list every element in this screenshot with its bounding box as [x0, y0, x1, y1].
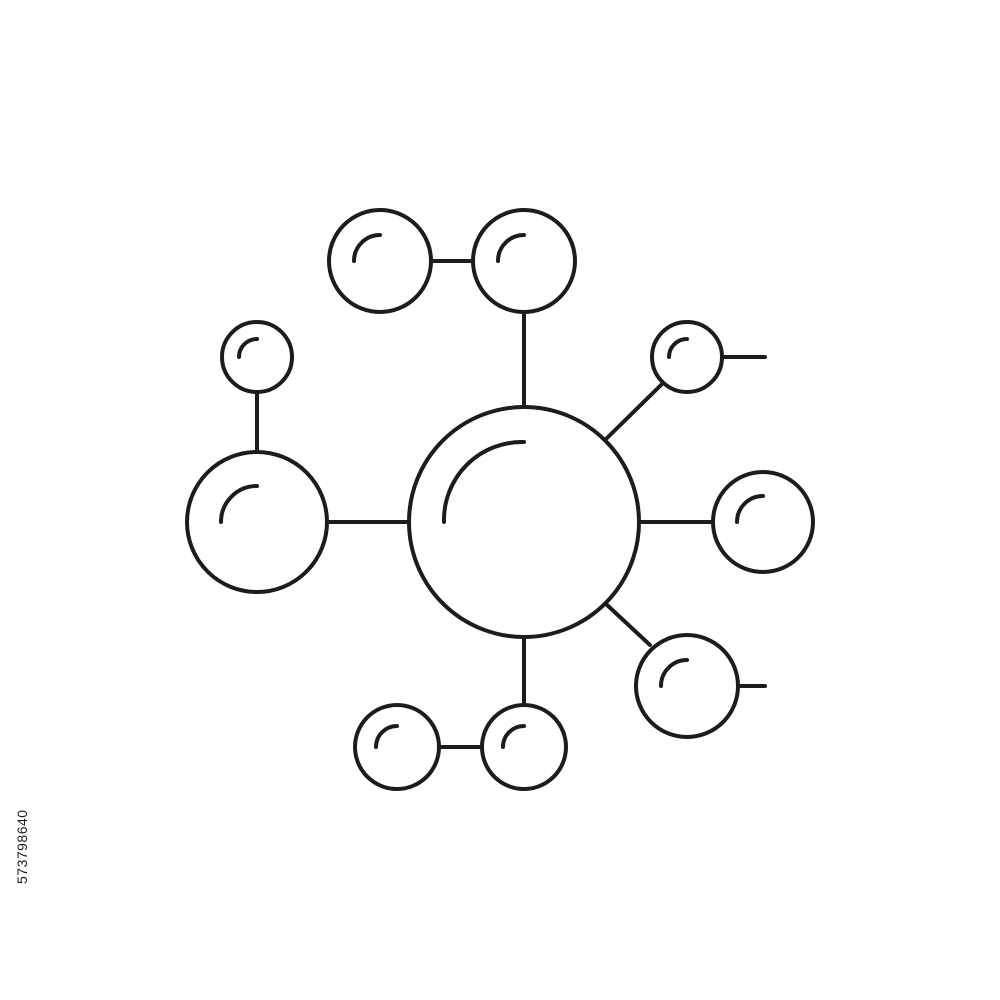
stock-image-id: 573798640 [14, 809, 30, 884]
atom-left-small [220, 320, 294, 394]
highlight-left-small [237, 337, 259, 359]
bond-center-upper-right [604, 382, 664, 441]
atom-top-left [327, 208, 433, 314]
atom-top-right [471, 208, 577, 314]
atom-upper-right [650, 320, 724, 394]
highlight-right [735, 494, 765, 524]
highlight-center [441, 439, 526, 524]
highlight-bottom-left [374, 724, 399, 749]
atom-left-large [185, 450, 329, 594]
atom-bottom-left [353, 703, 441, 791]
atoms [185, 208, 815, 791]
atom-right [711, 470, 815, 574]
atom-bottom-right [480, 703, 568, 791]
bond-center-lower-right [604, 602, 652, 647]
highlight-top-right [496, 233, 526, 263]
atom-highlights [219, 233, 765, 749]
atom-lower-right [634, 633, 740, 739]
highlight-top-left [352, 233, 382, 263]
highlight-left-large [219, 484, 259, 524]
bond-lines [255, 259, 767, 749]
highlight-bottom-right [501, 724, 526, 749]
highlight-lower-right [659, 658, 689, 688]
highlight-upper-right [667, 337, 689, 359]
